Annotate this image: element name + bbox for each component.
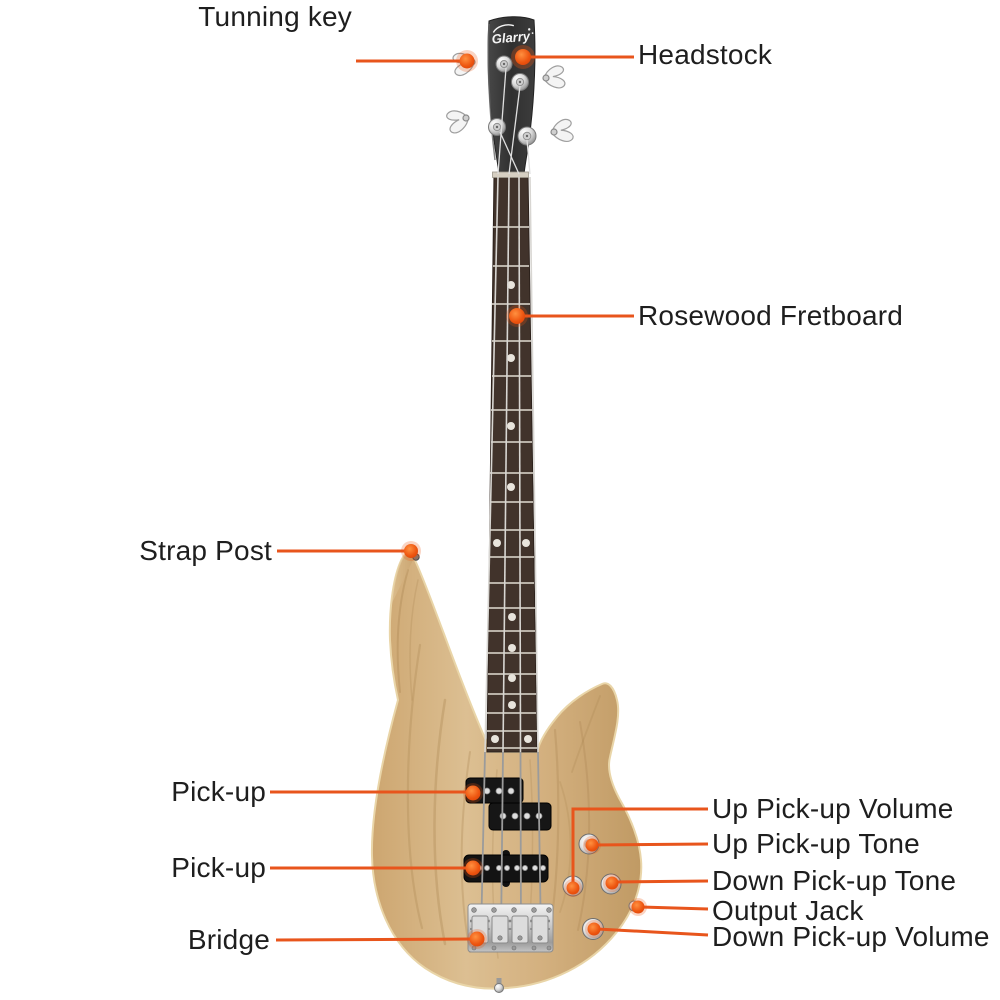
marker-dots [401, 45, 647, 949]
leader-up-tone [593, 842, 709, 847]
marker-bridge [467, 929, 487, 949]
label-output-jack: Output Jack [712, 895, 864, 926]
bridge [467, 903, 554, 953]
label-down-tone: Down Pick-up Tone [712, 865, 957, 896]
leader-down-volume [596, 927, 709, 937]
leader-down-tone [613, 879, 709, 884]
label-down-volume: Down Pick-up Volume [712, 921, 990, 952]
marker-down-tone [603, 874, 621, 892]
inlay-dots [491, 281, 532, 743]
marker-output-jack [629, 898, 647, 916]
label-bridge: Bridge [187, 924, 270, 955]
label-tuning-key: Tunning key [198, 1, 352, 32]
leader-output-jack [640, 905, 709, 911]
end-pin [494, 978, 504, 993]
nut [492, 171, 529, 178]
marker-down-volume [585, 920, 603, 938]
label-up-tone: Up Pick-up Tone [712, 828, 920, 859]
marker-tuning-key [456, 50, 478, 72]
marker-up-volume [564, 879, 582, 897]
label-strap-post: Strap Post [139, 535, 272, 566]
leader-bridge [275, 937, 475, 942]
marker-pickup-bottom [463, 858, 483, 878]
marker-fretboard [506, 305, 528, 327]
rosewood-fretboard [486, 171, 538, 753]
horn-highlight [391, 552, 414, 605]
label-fretboard: Rosewood Fretboard [638, 300, 904, 331]
leader-lines [270, 55, 709, 942]
marker-pickup-top [463, 783, 483, 803]
marker-headstock [511, 45, 535, 69]
label-pickup-top: Pick-up [171, 776, 266, 807]
frets [487, 226, 537, 749]
marker-strap-post [401, 541, 421, 561]
brand-logo: Glarry [491, 24, 534, 47]
label-up-volume: Up Pick-up Volume [712, 793, 954, 824]
leader-up-volume [571, 807, 708, 884]
svg-text:Glarry: Glarry [491, 28, 531, 46]
label-headstock: Headstock [638, 39, 773, 70]
label-pickup-bottom: Pick-up [171, 852, 266, 883]
marker-up-tone [583, 836, 601, 854]
